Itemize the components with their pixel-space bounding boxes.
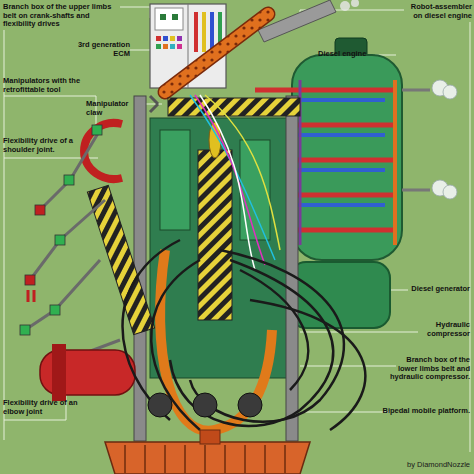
gear (148, 393, 172, 417)
exhaust-stubs (402, 90, 430, 190)
joint (20, 325, 30, 335)
indicator-bar (194, 12, 198, 52)
leader-line (305, 412, 390, 413)
indicator (170, 44, 175, 49)
signal-wires (190, 95, 280, 270)
part-label: Flexibility drive of a shoulder joint. (3, 137, 83, 154)
indicator-bar (202, 12, 206, 52)
part-label: Flexibility drive of an elbow joint (3, 399, 81, 416)
joint (35, 205, 45, 215)
ecm-face-panel (155, 8, 183, 30)
leader-line (300, 332, 418, 333)
gear (238, 393, 262, 417)
smoke-puff (351, 0, 359, 7)
part-label: Diesel generator (400, 285, 470, 294)
part-label: Diesel engine (318, 50, 378, 59)
shoulder-arc (84, 123, 122, 179)
cloud (443, 185, 457, 199)
indicator (156, 44, 161, 49)
part-label: Branch box of the upper limbs belt on cr… (3, 3, 121, 29)
indicator (156, 36, 161, 41)
tank-flange (52, 344, 66, 401)
joint (55, 235, 65, 245)
signature: by DiamondNozzle (390, 461, 470, 470)
track-treads (125, 445, 285, 473)
smoke-puff (340, 1, 350, 11)
joint (92, 125, 102, 135)
part-label: 3rd generation ECM (70, 41, 130, 58)
hydraulic-cables (123, 240, 366, 430)
part-label: Hydraulic compressor (418, 321, 470, 338)
cloud (443, 85, 457, 99)
hose-outline (165, 14, 268, 92)
diesel-generator (290, 262, 390, 328)
leader-line (300, 366, 396, 367)
part-label: Branch box of the lower limbs belt and h… (388, 356, 470, 382)
exhaust-clouds (432, 80, 457, 199)
indicator (177, 36, 182, 41)
indicator (163, 44, 168, 49)
ecm-eye (160, 14, 166, 20)
cable (240, 270, 308, 390)
drive-block (160, 130, 190, 230)
hazard-beam (168, 98, 300, 116)
part-label: Manipulator claw (86, 100, 146, 117)
part-label: Robot-assembler on diesel engine (400, 3, 472, 20)
cable (250, 300, 365, 430)
joint (25, 275, 35, 285)
leader-line (4, 96, 96, 128)
leader-line (130, 50, 152, 51)
indicator (170, 36, 175, 41)
claw-tool (28, 290, 34, 302)
part-label: Bipedal mobile platform. (380, 407, 470, 416)
exhaust-smoke (340, 0, 359, 11)
part-label: Manipulators with the retrofittable tool (3, 77, 95, 94)
ecm-indicators (156, 12, 222, 52)
mobile-platform (105, 442, 310, 474)
manipulator-claw (150, 96, 158, 112)
gears (148, 393, 262, 417)
vertical-pipe (393, 80, 397, 245)
red-pipe (255, 88, 395, 93)
wire (200, 95, 255, 270)
joint (64, 175, 74, 185)
upper-hose (165, 14, 268, 92)
platform-mount (200, 430, 220, 444)
joint (50, 305, 60, 315)
gear (193, 393, 217, 417)
hazard-pillar (198, 150, 232, 320)
cable (170, 260, 333, 426)
ecm-eye (172, 14, 178, 20)
manipulator-arms (25, 130, 120, 355)
arm-joints (20, 125, 102, 335)
wire (205, 95, 280, 250)
leader-line (470, 22, 471, 452)
arm-segment (25, 260, 100, 330)
leader-line (120, 7, 150, 18)
indicator (177, 44, 182, 49)
indicator (163, 36, 168, 41)
leader-lines (4, 7, 470, 452)
